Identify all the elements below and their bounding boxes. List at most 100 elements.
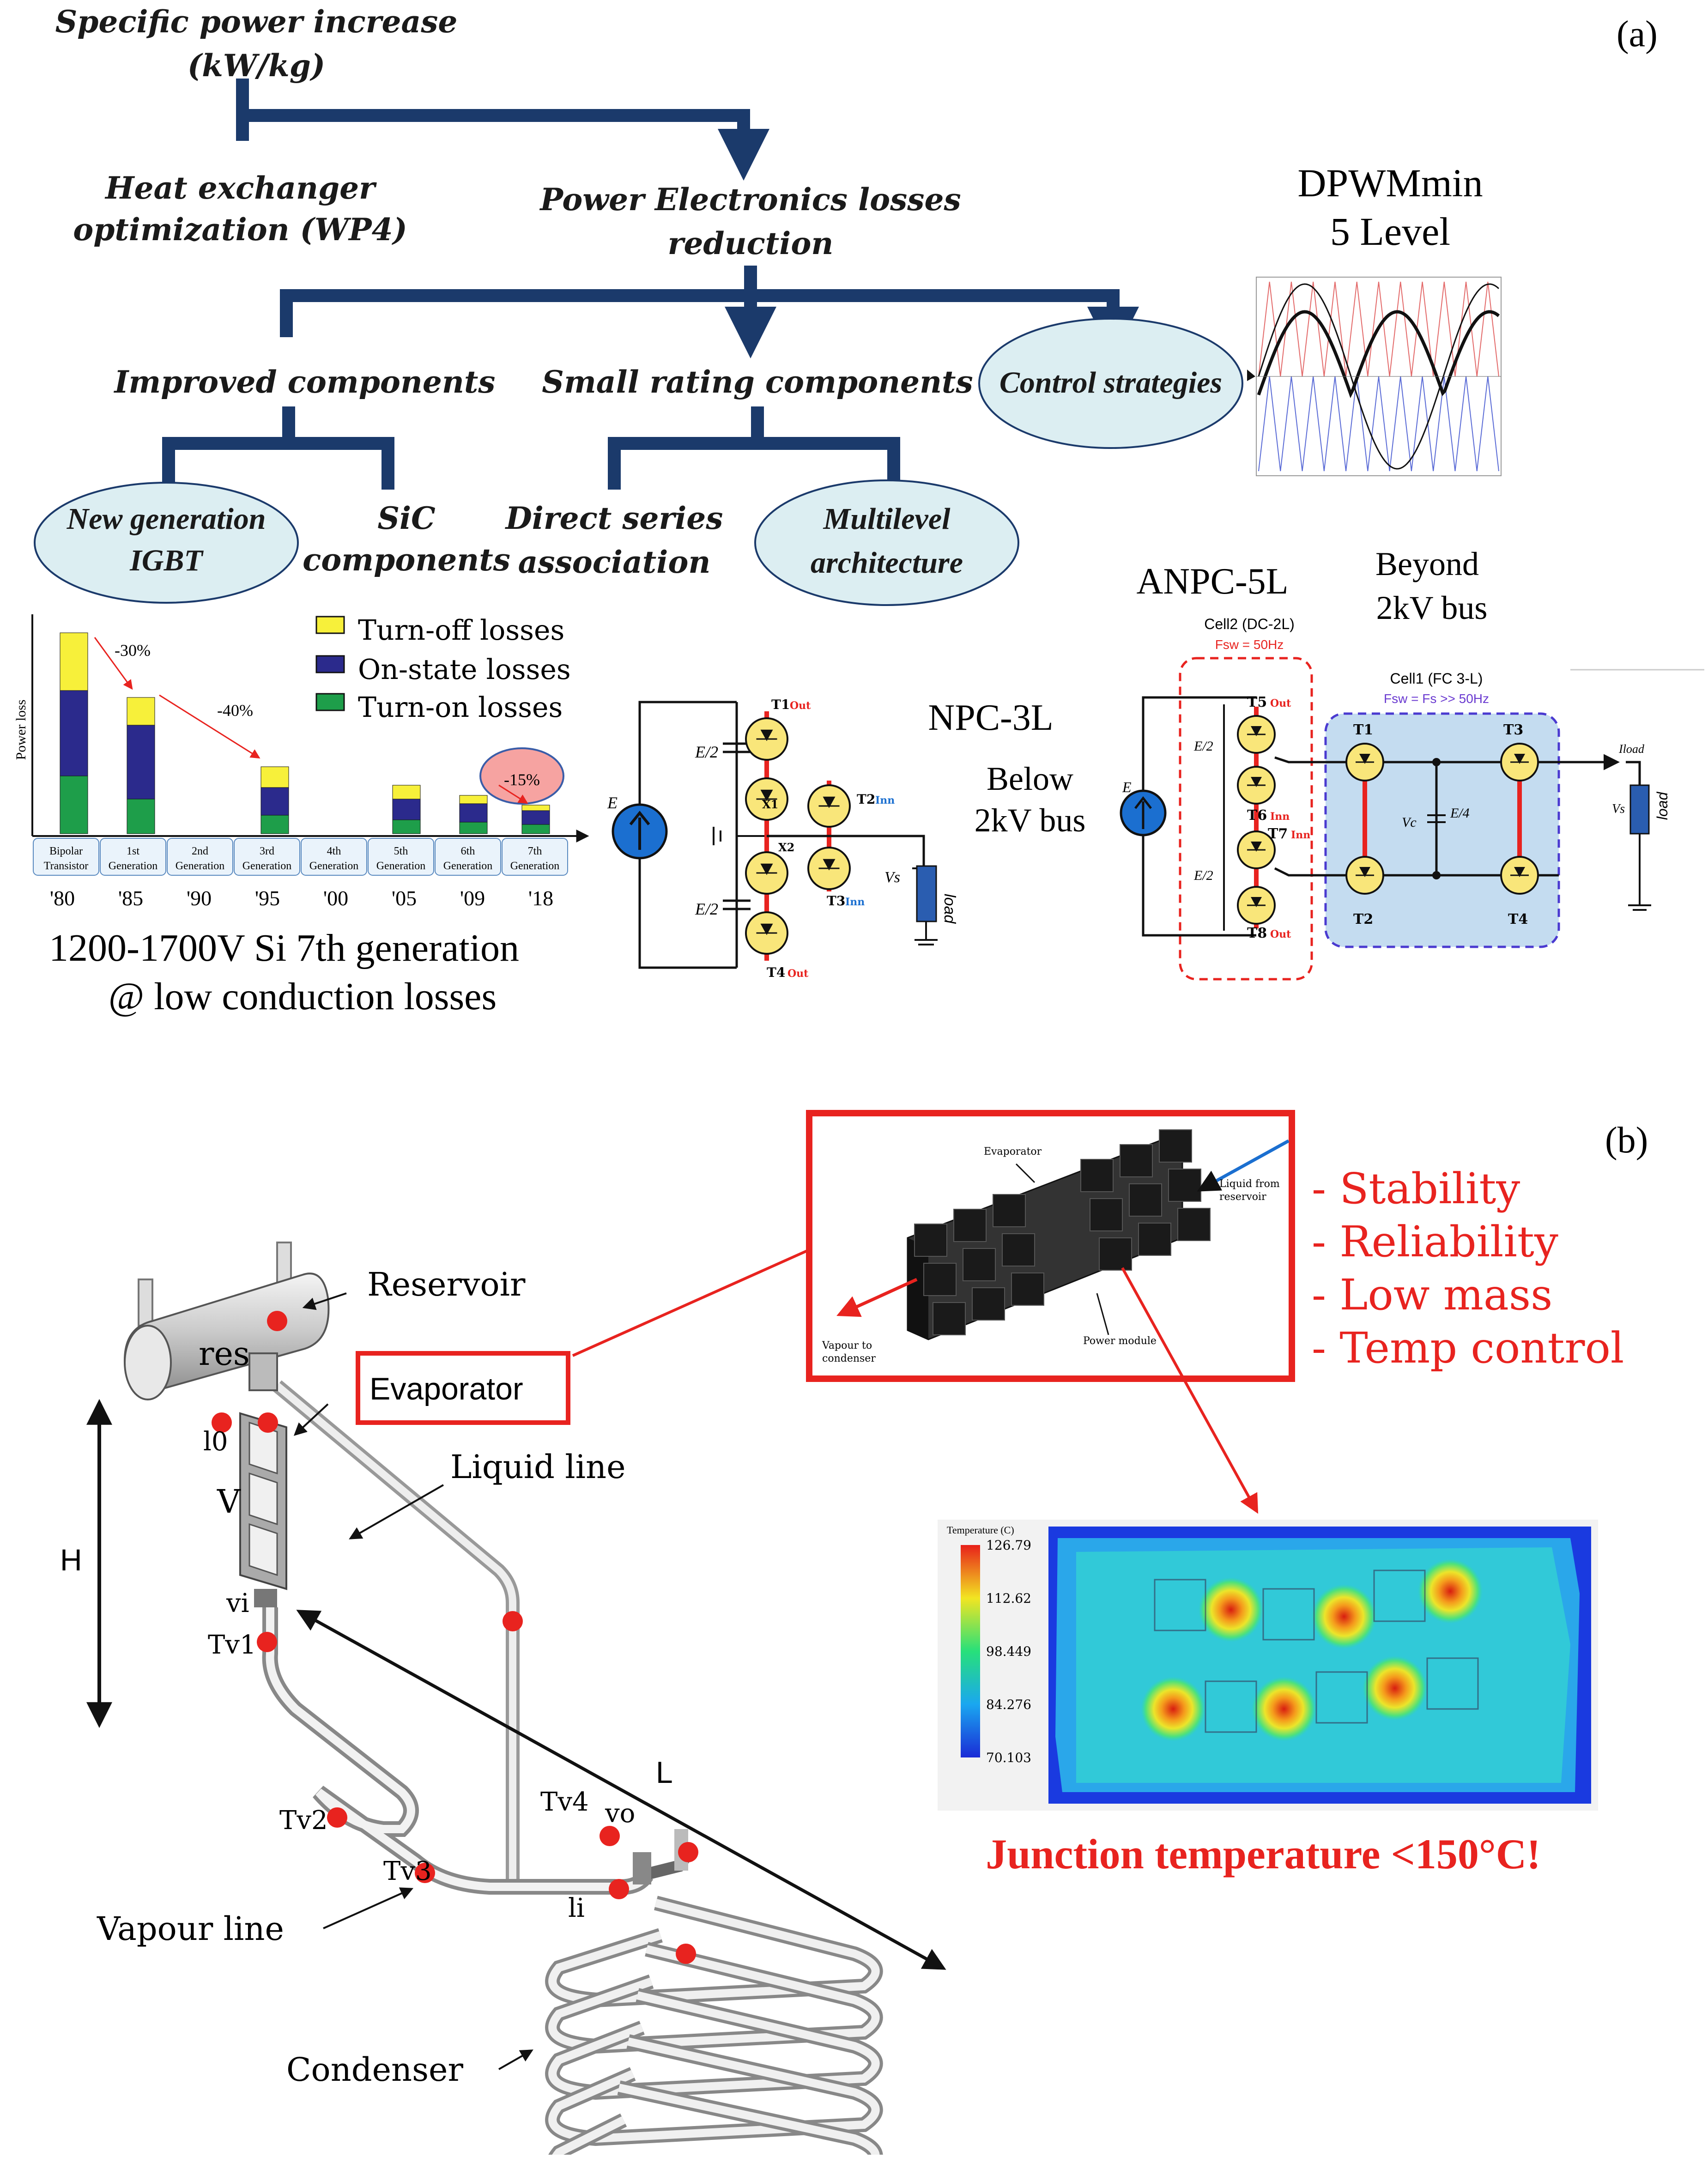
benefit-stability: - Stability — [1312, 1164, 1520, 1213]
loss-bar-on-state — [60, 690, 88, 776]
svg-text:Cell1 (FC 3-L): Cell1 (FC 3-L) — [1390, 670, 1483, 687]
svg-text:E: E — [607, 794, 618, 812]
sensor-dot — [267, 1311, 287, 1331]
tree-pe-losses-line1: Power Electronics losses — [539, 182, 961, 218]
loss-bar-turn-on — [60, 776, 88, 834]
tree-root-line1: Specific power increase — [55, 4, 458, 40]
label-reservoir: Reservoir — [367, 1266, 526, 1303]
benefit-temp-control: - Temp control — [1312, 1323, 1624, 1373]
loss-caption-line1: 1200-1700V Si 7th generation — [49, 927, 519, 969]
loss-generation-label: 1st — [127, 845, 139, 857]
evaporator-cell — [993, 1194, 1026, 1227]
reservoir — [123, 1242, 330, 1400]
svg-text:E/2: E/2 — [1193, 739, 1213, 754]
loss-annotations: -30% -40% -15% — [94, 637, 564, 805]
svg-text:Out: Out — [790, 700, 811, 712]
svg-text:Vs: Vs — [884, 869, 900, 886]
svg-text:Cell2 (DC-2L): Cell2 (DC-2L) — [1204, 616, 1295, 632]
svg-text:Out: Out — [1270, 697, 1291, 709]
loss-bar-turn-on — [127, 799, 155, 834]
label-vi: vi — [226, 1588, 249, 1618]
loss-bar-turn-on — [392, 819, 421, 834]
svg-text:reservoir: reservoir — [1219, 1191, 1266, 1203]
bubble-new-igbt: New generation IGBT — [34, 482, 299, 604]
anpc-bus-line2: 2kV bus — [1376, 589, 1488, 626]
svg-text:Inn: Inn — [845, 896, 865, 908]
tree-direct-series-line2: association — [518, 544, 711, 580]
bubble-multilevel: Multilevel architecture — [754, 479, 1019, 606]
svg-text:Inn: Inn — [1291, 829, 1310, 841]
thermal-hotspot — [1252, 1677, 1316, 1741]
svg-text:T4: T4 — [767, 965, 785, 980]
legend-swatch-on-state — [315, 655, 345, 673]
loss-generation-label: 2nd — [192, 845, 208, 857]
evaporator-cell — [963, 1248, 996, 1281]
thermal-tick: 112.62 — [986, 1591, 1031, 1606]
thermal-colorbar — [961, 1545, 980, 1757]
legend-swatch-turn-off — [315, 616, 345, 634]
anpc-igbts — [1237, 715, 1539, 925]
sensor-dot — [609, 1879, 629, 1899]
thermal-hotspot — [1141, 1677, 1205, 1741]
loss-year-label: '00 — [323, 886, 348, 910]
loss-bar-turn-on — [260, 815, 289, 834]
tree-direct-series-line1: Direct series — [505, 500, 723, 536]
tree-heat-exchanger-line2: optimization (WP4) — [73, 212, 407, 248]
loss-chart-ylabel: Power loss — [13, 700, 29, 760]
svg-text:X1: X1 — [762, 798, 778, 811]
loss-caption-line2: @ low conduction losses — [109, 975, 497, 1018]
svg-text:architecture: architecture — [811, 546, 963, 580]
loss-bar-turn-off — [392, 785, 421, 800]
sensor-dot — [258, 1412, 278, 1433]
npc-bus-line2: 2kV bus — [975, 802, 1086, 839]
panel-a-label: (a) — [1617, 14, 1658, 55]
svg-text:-40%: -40% — [217, 701, 253, 720]
svg-text:T4: T4 — [1508, 911, 1528, 927]
thermal-title: Temperature (C) — [947, 1524, 1014, 1536]
label-liquid-line: Liquid line — [450, 1448, 626, 1486]
bubble-control-strategies: Control strategies — [978, 318, 1243, 449]
evaporator-callout — [356, 1351, 570, 1425]
sensor-dot — [676, 1944, 696, 1964]
loss-bar-on-state — [392, 799, 421, 820]
tree-pe-losses-line2: reduction — [668, 225, 834, 261]
npc-load — [916, 865, 937, 922]
tree-root-line2: (kW/kg) — [188, 48, 325, 84]
loss-bar-turn-on — [459, 822, 488, 834]
svg-text:Multilevel: Multilevel — [823, 502, 951, 536]
thermal-hotspot — [1312, 1584, 1376, 1649]
evaporator-cell — [1090, 1198, 1123, 1231]
evaporator-cell — [953, 1209, 987, 1242]
thermal-tick: 126.79 — [986, 1538, 1031, 1553]
svg-text:Out: Out — [1270, 928, 1291, 940]
evaporator-cell — [1099, 1237, 1132, 1271]
label-li: li — [568, 1893, 585, 1923]
svg-text:condenser: condenser — [822, 1353, 876, 1364]
evaporator-cell — [1080, 1159, 1114, 1192]
evaporator-cell — [1011, 1272, 1044, 1306]
height-label: H — [60, 1543, 82, 1577]
evaporator-unit — [239, 1412, 287, 1607]
label-vo: vo — [605, 1799, 635, 1829]
loss-generation-label: Generation — [176, 860, 225, 872]
svg-text:E/2: E/2 — [695, 743, 718, 761]
legend-swatch-turn-on — [315, 693, 345, 711]
label-l0: l0 — [203, 1427, 228, 1457]
loss-bar-turn-off — [127, 697, 155, 726]
anpc-circuit: ANPC-5L Beyond 2kV bus Cell2 (DC-2L) Fsw… — [1120, 545, 1671, 981]
sensor-dot — [600, 1826, 620, 1846]
svg-text:Vs: Vs — [1612, 802, 1625, 816]
anpc-title: ANPC-5L — [1137, 561, 1289, 602]
loss-bar-on-state — [521, 810, 550, 825]
evaporator-cell — [933, 1302, 966, 1335]
callout-arrow — [572, 1235, 840, 1357]
svg-text:Inn: Inn — [875, 794, 895, 806]
sensor-dots — [212, 1311, 698, 1964]
tree-small-rating: Small rating components — [542, 364, 973, 400]
thermal-tick: 70.103 — [986, 1750, 1031, 1765]
dpwm-title-line1: DPWMmin — [1297, 161, 1483, 205]
evaporator-cell — [1120, 1144, 1153, 1177]
